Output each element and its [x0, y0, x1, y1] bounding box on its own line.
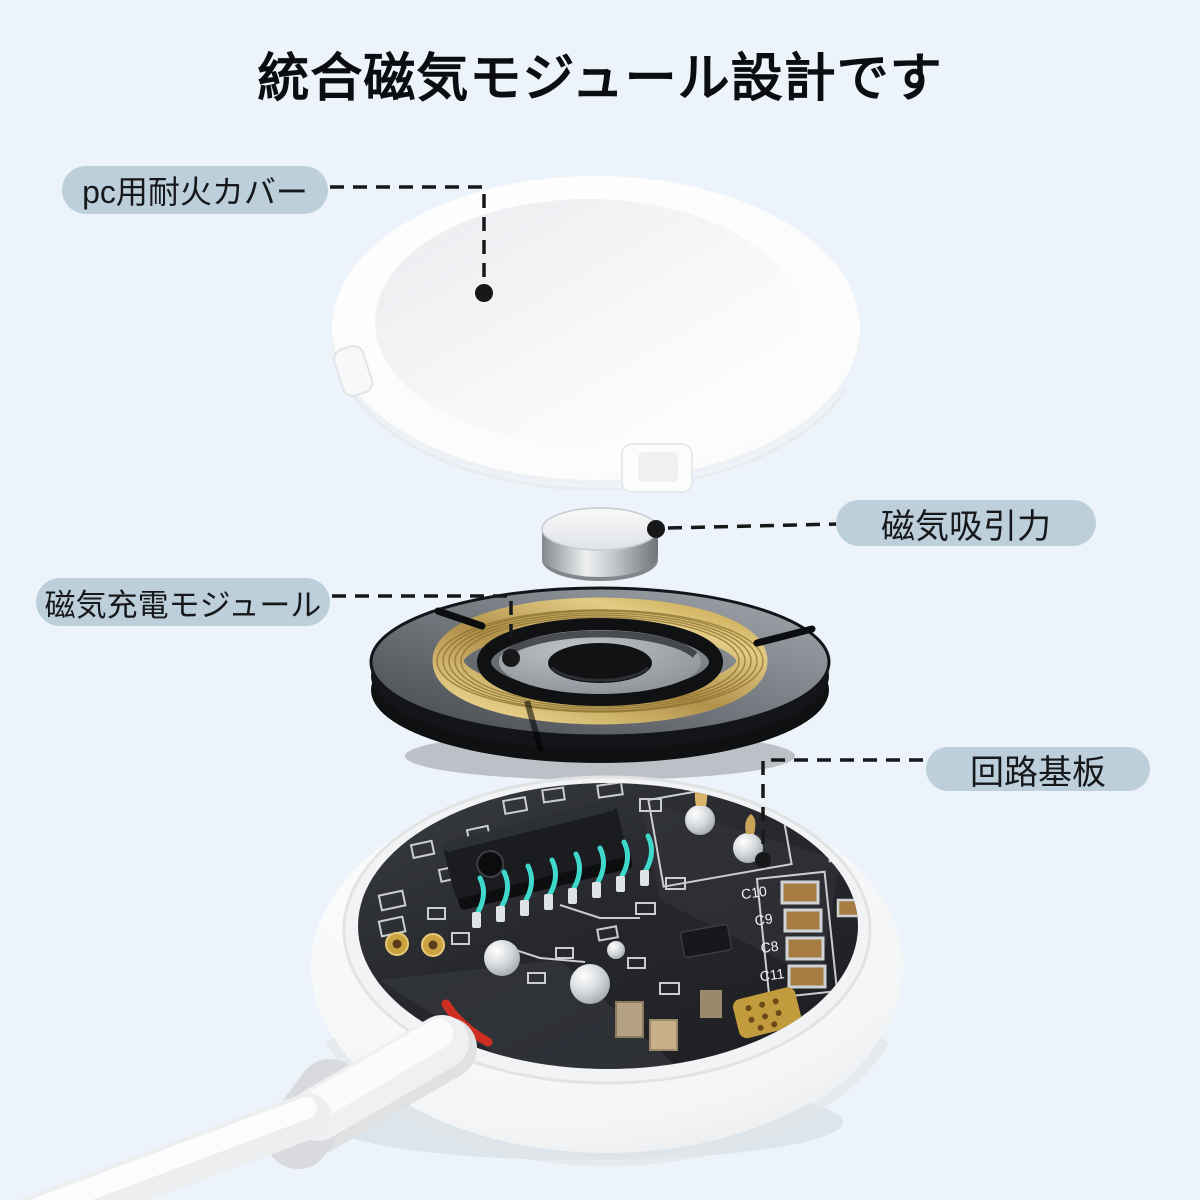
- pin-pads: [472, 870, 649, 928]
- callout-line-cover: [330, 185, 486, 280]
- pcb-label-c8: C8: [760, 938, 780, 956]
- charging-cable: [18, 1015, 477, 1200]
- ic-chip: [442, 801, 633, 910]
- cover-side-tab: [333, 345, 374, 397]
- magnet-disc: [541, 507, 659, 581]
- callout-dot-pcb: [755, 852, 771, 868]
- pcb-label-c10: C10: [740, 883, 768, 902]
- callout-line-module: [332, 594, 513, 644]
- page-title: 統合磁気モジュール設計です: [257, 50, 943, 108]
- callout-dot-cover: [475, 284, 493, 302]
- pcb-label-c9: C9: [754, 910, 774, 928]
- pcb-label-c11: C11: [759, 965, 786, 984]
- charger-puck: C10 C9 C8 C11: [18, 775, 903, 1200]
- callout-line-pcb: [761, 758, 923, 847]
- callout-label-module: 磁気充電モジュール: [36, 578, 330, 626]
- silkscreen-marks: [377, 783, 839, 1000]
- callout-label-magnet: 磁気吸引力: [836, 500, 1096, 546]
- circuit-board: C10 C9 C8 C11: [358, 783, 858, 1069]
- cover-disc: [332, 176, 860, 493]
- callout-label-pcb: 回路基板: [926, 747, 1150, 792]
- callout-dot-magnet: [647, 520, 665, 538]
- callout-dot-module: [502, 649, 520, 667]
- coil-module: [369, 586, 831, 780]
- cover-bottom-tab: [621, 443, 693, 493]
- callout-label-cover: pc用耐火カバー: [62, 166, 328, 214]
- gold-through-holes: [385, 932, 445, 957]
- coil-pins: [475, 833, 654, 915]
- gold-pad: [733, 987, 802, 1039]
- callout-line-magnet: [667, 522, 839, 530]
- capacitor-bank: C10 C9 C8 C11: [740, 880, 827, 989]
